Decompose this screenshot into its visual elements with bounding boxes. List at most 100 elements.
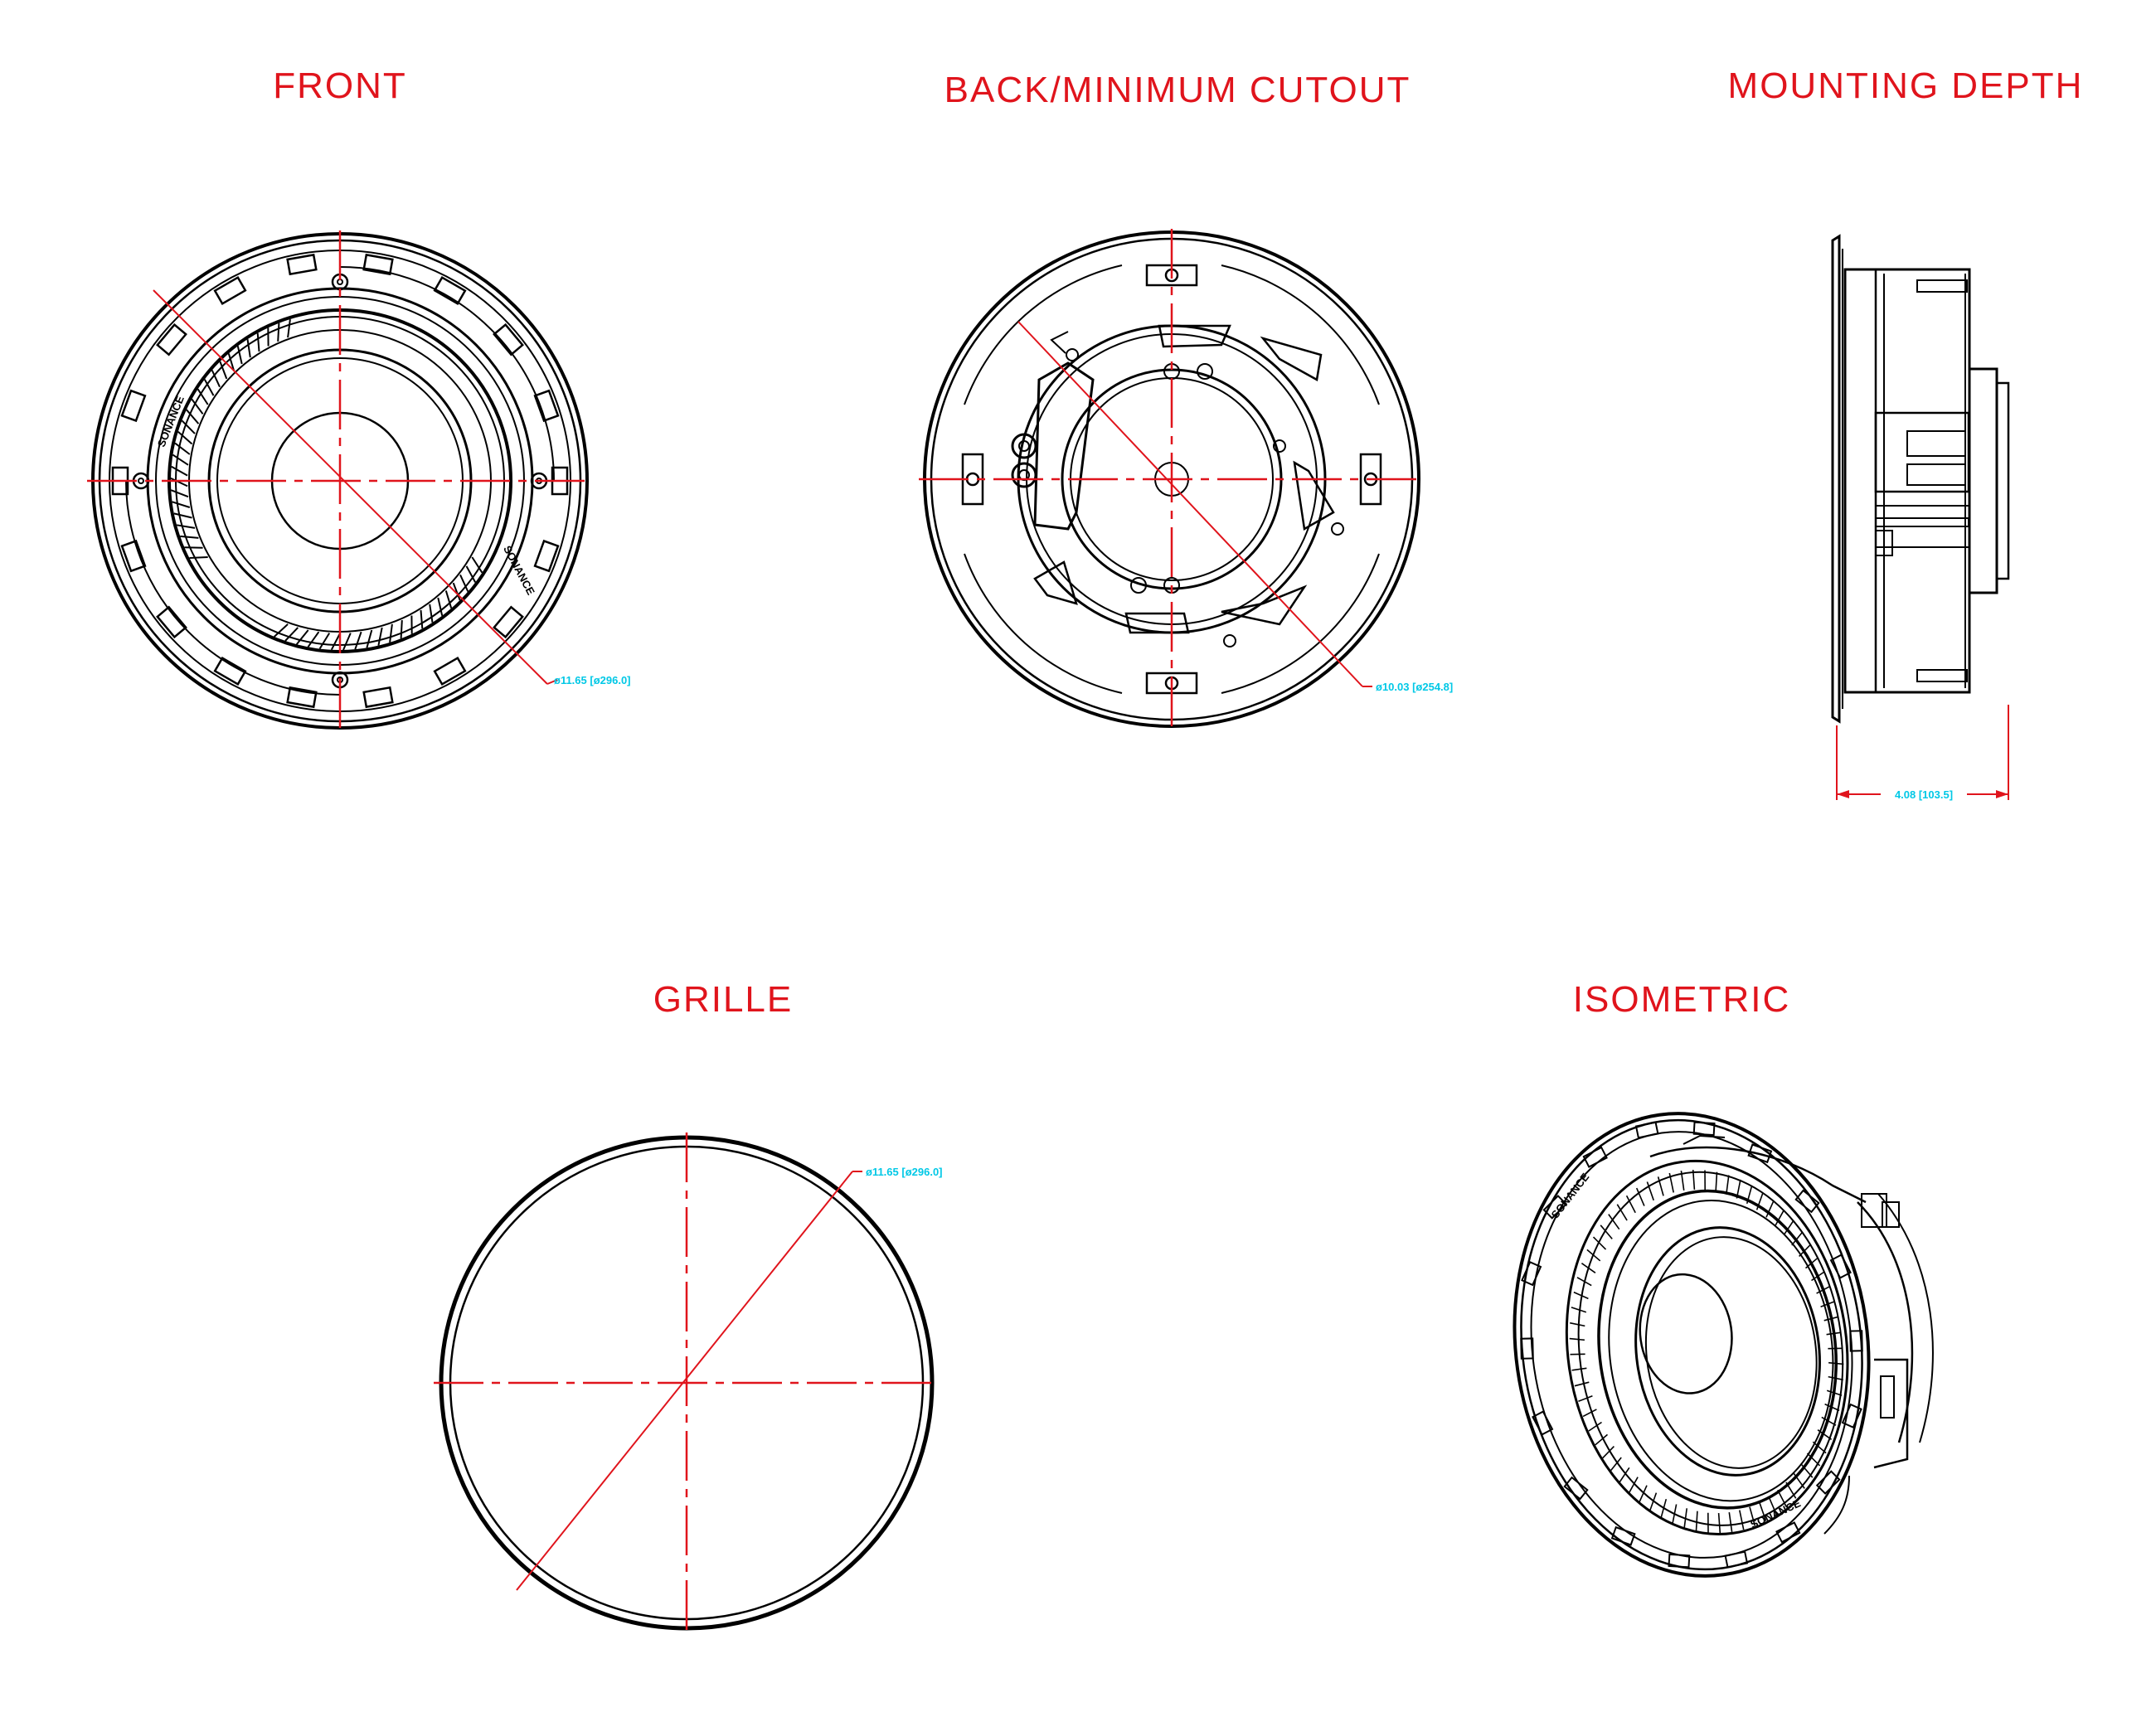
front-surround-rib [277,323,280,342]
front-grille-tab [156,605,187,639]
grille-view: ø11.65 [ø296.0] [434,1132,943,1633]
front-surround-rib [389,623,393,643]
iso-surround-rib [1736,1179,1741,1199]
front-surround-rib [307,631,320,647]
iso-surround-rib [1749,1506,1756,1526]
front-grille-tab [433,276,467,306]
front-surround-rib [219,361,228,380]
iso-surround-rib [1726,1175,1730,1195]
iso-surround-rib [1600,1225,1613,1239]
iso-grille-tab [1610,1525,1636,1546]
iso-surround-rib [1800,1463,1814,1478]
iso-rear-housing [1649,1134,1934,1535]
iso-surround-rib [1573,1291,1589,1300]
front-surround-rib [256,332,260,352]
front-view: SONANCE SONANCE ø11.65 [ø296.0] [87,230,631,731]
front-surround-rib [274,623,289,638]
front-surround-rib [191,398,204,415]
iso-surround-rib [1569,1337,1585,1341]
iso-surround-rib [1578,1394,1593,1403]
iso-surround-rib [1616,1204,1628,1221]
grille-centerlines [434,1132,940,1633]
iso-grille-tab [1520,1337,1534,1360]
grille-diameter-dimension: ø11.65 [ø296.0] [866,1166,943,1178]
front-grille-tab [433,656,467,686]
front-surround-rib [171,465,188,477]
iso-grille-tab [1542,1195,1568,1220]
iso-surround-rib [1635,1187,1645,1206]
iso-surround-rib [1588,1421,1602,1432]
front-surround-rib [284,627,299,642]
back-diameter-leader [1017,321,1372,687]
iso-surround-rib [1571,1307,1587,1313]
iso-surround-rib [1791,1231,1804,1246]
iso-surround-rib [1765,1200,1775,1218]
iso-grille-tab [1849,1330,1863,1352]
front-surround-rib [452,582,461,601]
iso-surround-rib [1692,1169,1696,1190]
front-surround-rib [444,590,453,609]
front-grille-tab [493,605,524,639]
iso-surround-rib [1746,1185,1753,1205]
back-terminal-holes [1011,348,1344,647]
front-surround-rib [184,546,203,549]
iso-surround-rib [1595,1433,1609,1446]
iso-surround-rib [1799,1244,1811,1257]
iso-surround-rib [1581,1263,1596,1273]
front-surround-rib [465,565,477,583]
iso-surround-rib [1824,1403,1840,1412]
iso-surround-rib [1715,1171,1718,1192]
iso-surround-rib [1785,1482,1797,1499]
front-diameter-leader [153,289,558,685]
iso-surround-rib [1639,1485,1648,1502]
iso-surround-rib [1602,1446,1615,1459]
iso-surround-rib [1574,1381,1590,1387]
isometric-view-title: ISOMETRIC [1573,979,1790,1020]
front-surround-rib [197,388,209,405]
back-magnet-frame [1033,324,1335,634]
front-view-title: FRONT [273,65,407,106]
front-surround-rib [177,431,193,445]
iso-surround-rib [1646,1181,1654,1201]
front-grille-tab [533,539,560,573]
front-grille-tab [286,686,318,709]
front-grille-tab [213,656,247,686]
iso-surround-rib [1739,1510,1745,1530]
front-surround-rib [330,633,341,651]
front-surround-rib [246,339,251,358]
mounting-depth-dimension: 4.08 [103.5] [1895,788,1953,801]
front-grille-tab [213,276,247,306]
front-surround-rib [181,420,196,434]
iso-surround-rib [1660,1498,1668,1518]
iso-surround-rib [1793,1472,1805,1489]
front-surround-rib [173,512,192,519]
front-surround-rib [211,370,221,388]
front-surround-rib [287,318,291,338]
iso-front-bezel [1513,1112,1871,1578]
back-view: ø10.03 [ø254.8] [919,229,1453,735]
iso-grille-tab [1521,1260,1542,1287]
iso-surround-rib [1619,1467,1630,1482]
iso-surround-rib [1823,1316,1839,1322]
front-surround-rib [203,379,215,396]
iso-surround-rib [1817,1429,1833,1440]
iso-surround-rib [1649,1492,1658,1511]
iso-surround-rib [1629,1477,1639,1493]
iso-surround-rib [1683,1508,1687,1528]
front-surround-rib [437,597,444,616]
iso-surround-rib [1804,1257,1819,1269]
iso-grille-tab [1829,1254,1852,1279]
front-grille-tab [286,253,318,276]
front-surround-rib [366,629,373,648]
iso-surround-ribs [1569,1169,1844,1534]
iso-surround-rib [1755,1192,1764,1210]
iso-grille-tab [1775,1521,1801,1544]
front-surround-ribs [170,318,483,651]
iso-surround-rib [1816,1285,1831,1294]
iso-surround-rib [1592,1236,1607,1250]
iso-surround-rib [1775,1210,1785,1226]
iso-grille-tab [1668,1553,1691,1569]
iso-surround-rib [1672,1504,1678,1524]
front-surround-rib [180,535,199,539]
